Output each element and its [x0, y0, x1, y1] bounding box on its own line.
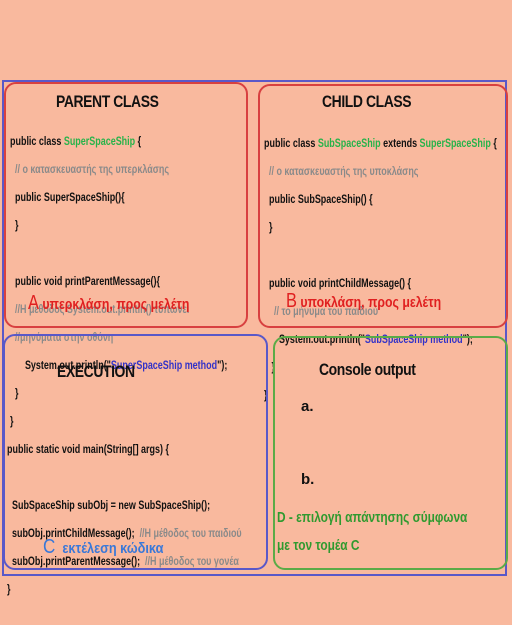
- parent-string: SuperSpaceShip method: [110, 360, 218, 372]
- execution-panel: EXECUTION public static void main(String…: [3, 334, 268, 596]
- parent-label: A υπερκλάση, προς μελέτη: [28, 292, 190, 314]
- execution-title: EXECUTION: [57, 362, 135, 381]
- parent-letter: A: [28, 292, 39, 314]
- child-letter: B: [286, 290, 297, 312]
- execution-code: public static void main(String[] args) {…: [7, 444, 242, 596]
- child-parent-name: SuperSpaceShip: [419, 138, 491, 150]
- console-label-line2: με τον τομέα C: [277, 538, 360, 554]
- execution-letter: C: [43, 536, 56, 558]
- parent-comment-2: //Η μέθοδος System.out.println() τυπώνει: [14, 304, 190, 316]
- execution-label: C εκτέλεση κώδικα: [43, 536, 164, 558]
- parent-class-title: PARENT CLASS: [56, 92, 159, 111]
- main-frame: [2, 80, 507, 576]
- child-comment-2: // το μήνυμα του παιδιού: [273, 306, 379, 318]
- child-comment-1: // ο κατασκευαστής της υποκλάσης: [268, 166, 419, 178]
- console-title: Console output: [319, 360, 416, 379]
- child-code: public class SubSpaceShip extends SuperS…: [264, 138, 497, 402]
- child-label: B υποκλάση, προς μελέτη: [286, 290, 442, 312]
- console-output-panel: Console output a. b. D - επιλογή απάντησ…: [273, 336, 508, 570]
- execution-comment-2: //Η μέθοδος του γονέα: [140, 556, 239, 568]
- console-answer-b: b.: [301, 471, 315, 488]
- parent-class-panel: PARENT CLASS public class SuperSpaceShip…: [4, 82, 248, 428]
- child-class-name: SubSpaceShip: [317, 138, 381, 150]
- parent-code: public class SuperSpaceShip { // ο κατασ…: [10, 136, 228, 428]
- parent-comment-1: // ο κατασκευαστής της υπερκλάσης: [14, 164, 170, 176]
- child-class-title: CHILD CLASS: [322, 92, 412, 111]
- parent-class-name: SuperSpaceShip: [63, 136, 136, 148]
- execution-comment-1: //Η μέθοδος του παιδιού: [134, 528, 242, 540]
- console-answer-a: a.: [301, 398, 314, 415]
- console-label-line1: D - επιλογή απάντησης σύμφωνα: [277, 510, 468, 526]
- child-class-panel: CHILD CLASS public class SubSpaceShip ex…: [258, 84, 508, 402]
